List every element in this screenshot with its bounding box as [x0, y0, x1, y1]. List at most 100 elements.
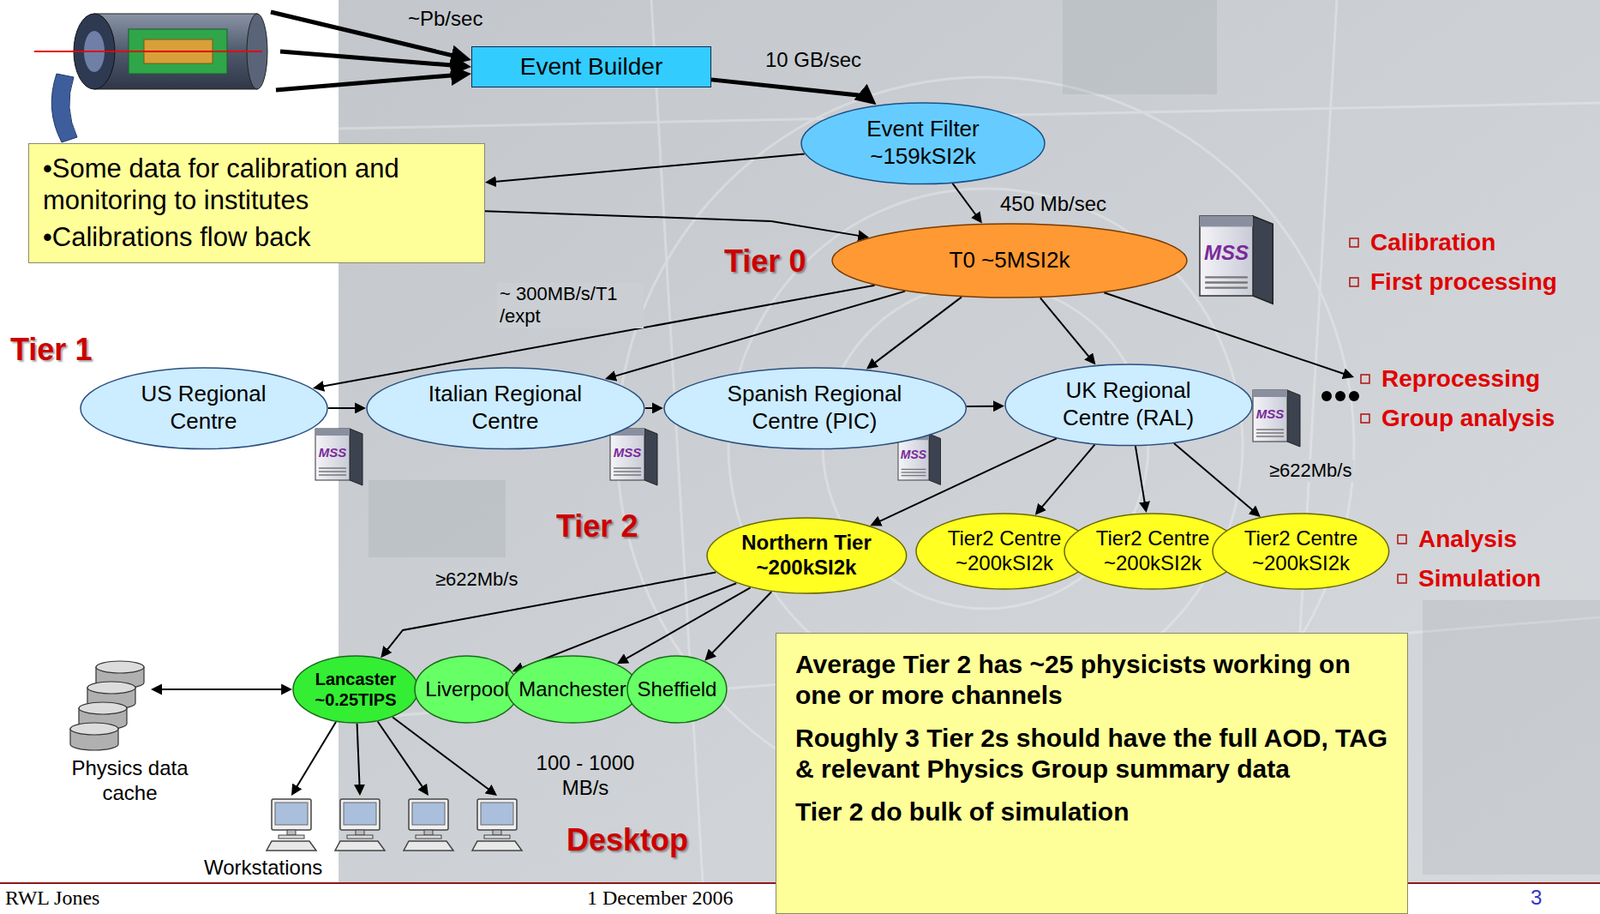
- rate-label: 450 Mb/sec: [1000, 191, 1107, 217]
- bullet-square: [1360, 374, 1370, 384]
- ellipse-outline: [414, 655, 519, 723]
- connector-arrow: [1039, 443, 1096, 510]
- detector-illustration: [34, 50, 263, 53]
- detector-illustration: [51, 73, 78, 143]
- leader-arrow: [294, 721, 336, 790]
- role-label: Group analysis: [1381, 403, 1555, 433]
- photo-texture: [1062, 0, 1217, 95]
- ellipse-outline: [707, 517, 907, 594]
- tier1-centre-ellipse: US Regional Centre: [79, 366, 329, 450]
- photo-texture: [338, 0, 1600, 882]
- ellipsis-dots: [1321, 390, 1332, 402]
- node-label: ~200kSI2k: [1095, 551, 1211, 576]
- ellipse-outline: [832, 223, 1187, 298]
- leader-arrow: [280, 51, 460, 66]
- ellipse-outline: [627, 655, 727, 723]
- node-label: Event Builder: [479, 52, 704, 82]
- leader-arrow: [392, 716, 492, 792]
- tier-label: Tier 1: [10, 330, 92, 368]
- node-text: Manchester: [517, 677, 627, 702]
- ellipse-outline: [293, 655, 419, 723]
- institute-ellipse: Lancaster~0.25TIPS: [292, 654, 420, 724]
- tier2-centre-ellipse: Northern Tier~200kSI2k: [706, 516, 908, 594]
- node-text: UK Regional Centre (RAL): [1046, 377, 1210, 431]
- page-number: 3: [1530, 885, 1542, 911]
- ellipse-outline: [1212, 513, 1390, 589]
- mss-icon: [1199, 215, 1273, 304]
- bullet-square: [1349, 277, 1359, 287]
- connector-arrow: [709, 591, 772, 656]
- node-text: T0 ~5MSI2k: [948, 246, 1071, 274]
- ellipse-outline: [664, 367, 966, 450]
- node-text: Event Builder: [479, 52, 704, 82]
- workstation-icon: [472, 798, 522, 851]
- role-label: Simulation: [1418, 563, 1541, 594]
- node-label: UK Regional Centre (RAL): [1046, 377, 1210, 431]
- photo-texture: [368, 479, 506, 558]
- workstation-icon: [403, 798, 454, 851]
- connector-arrow: [1040, 297, 1092, 360]
- connector-arrow: [328, 407, 360, 409]
- node-label: T0 ~5MSI2k: [948, 246, 1071, 274]
- node-label: Tier2 Centre: [1243, 526, 1359, 552]
- icon-caption: Physics data cache: [59, 755, 201, 806]
- node-label: Italian Regional Centre: [413, 380, 598, 434]
- node-text: Average Tier 2 has ~25 physicists workin…: [795, 648, 1389, 827]
- role-label: First processing: [1370, 267, 1558, 297]
- disk-stack-icon: [70, 660, 144, 750]
- node-label: ~200kSI2k: [946, 551, 1062, 576]
- leader-arrow: [1103, 292, 1348, 375]
- rate-label: 100 - 1000 MB/s: [529, 750, 642, 801]
- rate-label: ~ 300MB/s/T1 /expt: [497, 282, 644, 329]
- node-text: Lancaster~0.25TIPS: [313, 668, 397, 710]
- ellipse-outline: [801, 102, 1045, 185]
- rate-label: 10 GB/sec: [765, 47, 862, 73]
- connector-arrow: [711, 79, 867, 97]
- ellipse-outline: [80, 367, 328, 450]
- disk-stack-icon: [95, 660, 144, 673]
- ellipse-outline: [366, 367, 645, 450]
- connector-arrow: [1135, 445, 1145, 506]
- role-label: Calibration: [1370, 227, 1496, 258]
- node-text: Event Filter~159kSI2k: [866, 115, 981, 169]
- node-label: Manchester: [517, 677, 627, 702]
- node-text: Italian Regional Centre: [413, 380, 598, 434]
- node-label: Tier 2 do bulk of simulation: [795, 796, 1389, 827]
- node-label: Sheffield: [636, 677, 718, 702]
- node-label: Northern Tier: [740, 530, 872, 556]
- leader-arrow: [357, 723, 360, 789]
- disk-stack-icon: [70, 722, 119, 735]
- rate-label: ~Pb/sec: [407, 6, 483, 32]
- node-text: Tier2 Centre~200kSI2k: [1095, 526, 1211, 576]
- connector-arrow: [491, 153, 805, 182]
- photo-texture: [651, 0, 703, 882]
- disk-stack-icon: [78, 701, 127, 714]
- mss-label: MSS: [1252, 406, 1288, 422]
- connector-arrow: [485, 210, 863, 236]
- node-label: ~159kSI2k: [866, 143, 981, 170]
- leader-arrow: [377, 720, 426, 790]
- bullet-square: [1397, 534, 1407, 544]
- node-label: ~200kSI2k: [1243, 551, 1359, 576]
- node-label: ~200kSI2k: [740, 555, 872, 581]
- ellipsis-dots: [1335, 390, 1346, 402]
- node-label: Roughly 3 Tier 2s should have the full A…: [795, 722, 1389, 785]
- node-label: •Calibrations flow back: [42, 221, 471, 253]
- node-label: Lancaster: [313, 668, 397, 690]
- tier1-centre-ellipse: Spanish Regional Centre (PIC): [663, 366, 967, 450]
- institute-ellipse: Sheffield: [626, 654, 728, 724]
- node-label: Event Filter: [866, 115, 981, 143]
- tier-label: Tier 2: [556, 507, 638, 545]
- photo-texture: [1422, 599, 1600, 875]
- mss-icon: [1252, 389, 1301, 447]
- ellipse-outline: [507, 655, 639, 723]
- workstation-icon: [266, 798, 522, 851]
- bullet-square: [1397, 574, 1407, 583]
- node-label: Tier2 Centre: [1095, 526, 1211, 552]
- node-label: Spanish Regional Centre (PIC): [713, 380, 916, 434]
- event-builder-box: Event Builder: [471, 46, 712, 88]
- institute-ellipse: Liverpool: [413, 654, 520, 724]
- icon-caption: Workstations: [203, 855, 323, 881]
- node-text: •Some data for calibration and monitorin…: [42, 152, 471, 254]
- bullet-square: [1349, 238, 1359, 247]
